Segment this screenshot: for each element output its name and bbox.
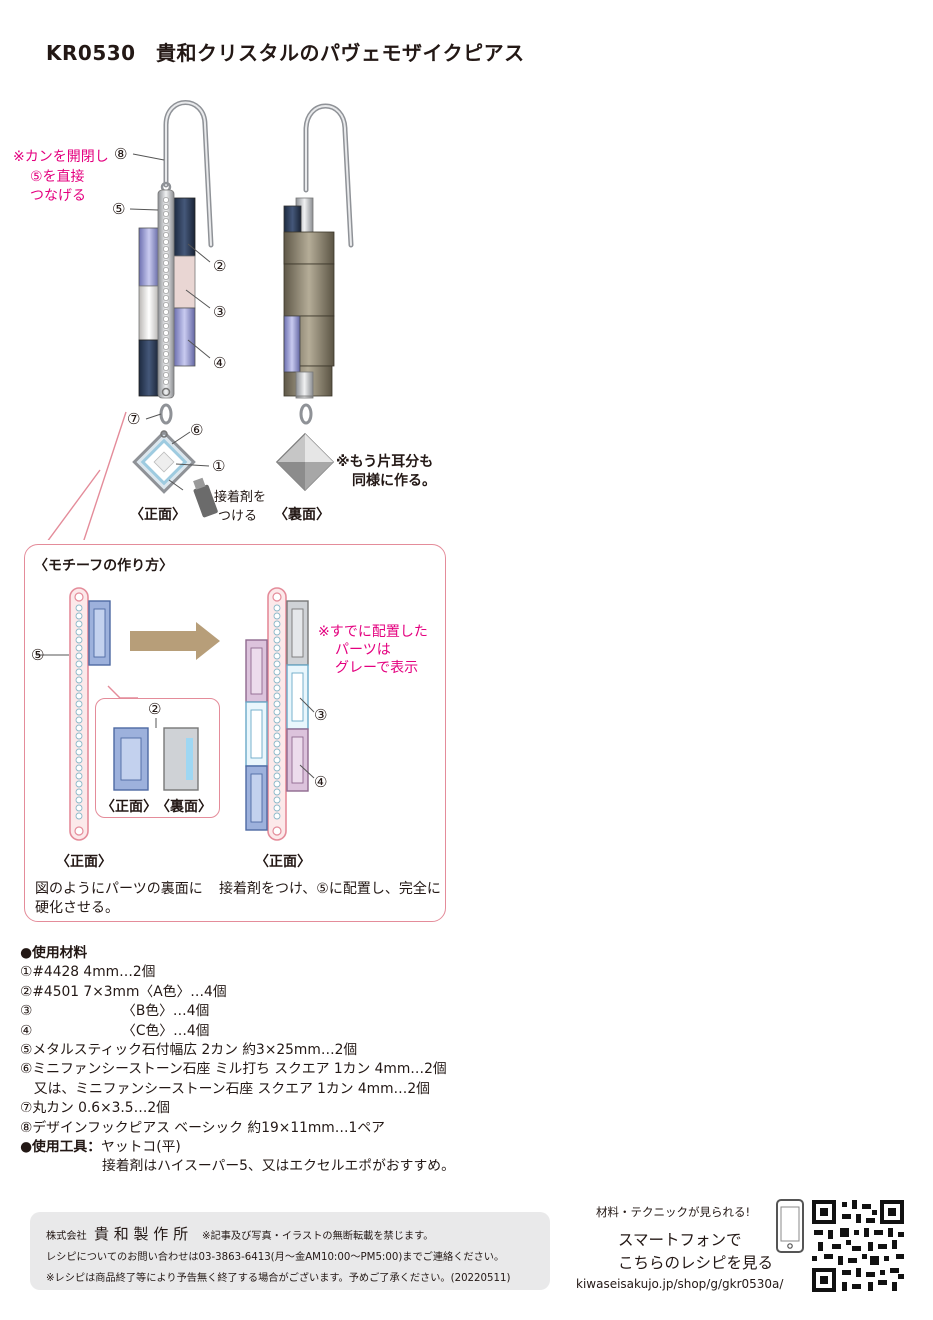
callout-1: ① bbox=[212, 457, 226, 475]
tools-row: ●使用工具：ヤットコ(平) bbox=[20, 1138, 455, 1157]
callout-4: ④ bbox=[213, 354, 227, 372]
right-front-label: 〈正面〉 bbox=[255, 854, 311, 870]
company-prefix: 株式会社 bbox=[46, 1231, 87, 1242]
other-ear-note-2: 同様に作る。 bbox=[352, 473, 436, 489]
company-name: 貴 和 製 作 所 bbox=[94, 1225, 189, 1243]
material-item: ④ 〈C色〉…4個 bbox=[20, 1022, 210, 1039]
callout-3: ③ bbox=[213, 303, 227, 321]
motif-instruction-a: 図のようにパーツの裏面に bbox=[35, 881, 203, 897]
sub-front-label: 〈正面〉 bbox=[101, 799, 157, 815]
front-label: 〈正面〉 bbox=[130, 507, 186, 523]
footer-box: 株式会社 貴 和 製 作 所 ※記事及び写真・イラストの無断転載を禁じます。 レ… bbox=[30, 1212, 550, 1290]
material-item: ⑤メタルスティック石付幅広 2カン 約3×25mm…2個 bbox=[20, 1042, 358, 1059]
gray-note-2: パーツは bbox=[335, 642, 391, 658]
glue-note-2: つける bbox=[218, 509, 258, 524]
sub-back-label: 〈裏面〉 bbox=[156, 799, 212, 815]
jump-ring-note-2: ⑤を直接 bbox=[30, 169, 85, 185]
callout-5: ⑤ bbox=[112, 200, 126, 218]
callout-6: ⑥ bbox=[190, 421, 204, 439]
callout-7: ⑦ bbox=[127, 410, 141, 428]
smartphone-line2: こちらのレシピを見る bbox=[618, 1254, 774, 1272]
jump-ring-note-3: つなげる bbox=[30, 188, 86, 204]
motif-heading: 〈モチーフの作り方〉 bbox=[34, 558, 174, 574]
motif-callout-5: ⑤ bbox=[31, 646, 45, 664]
motif-instruction-c: 硬化させる。 bbox=[35, 900, 119, 916]
copyright-note: ※記事及び写真・イラストの無断転載を禁じます。 bbox=[202, 1231, 434, 1242]
motif-instruction-b: 接着剤をつけ、⑤に配置し、完全に bbox=[219, 881, 441, 897]
other-ear-note-1: ※もう片耳分も bbox=[336, 454, 434, 470]
motif-callout-3: ③ bbox=[314, 706, 328, 724]
callout-2: ② bbox=[213, 257, 227, 275]
contact-info: レシピについてのお問い合わせは03-3863-6413(月〜金AM10:00〜P… bbox=[46, 1252, 505, 1263]
material-item: ⑦丸カン 0.6×3.5…2個 bbox=[20, 1100, 170, 1117]
materials-list: ●使用材料 ①#4428 4mm…2個 ②#4501 7×3mm〈A色〉…4個 … bbox=[20, 944, 455, 1177]
qr-code-icon[interactable] bbox=[812, 1200, 904, 1292]
glue-recommend: 接着剤はハイスーパー5、又はエクセルエポがおすすめ。 bbox=[102, 1158, 455, 1175]
motif-callout-4: ④ bbox=[314, 773, 328, 791]
material-item: ①#4428 4mm…2個 bbox=[20, 964, 156, 981]
smartphone-tagline: 材料・テクニックが見られる! bbox=[596, 1205, 751, 1219]
gray-note-3: グレーで表示 bbox=[335, 660, 419, 676]
material-item: 又は、ミニファンシーストーン石座 スクエア 1カン 4mm…2個 bbox=[20, 1080, 430, 1097]
page-title: KR0530 貴和クリスタルのパヴェモザイクピアス bbox=[46, 41, 525, 65]
jump-ring-note-1: ※カンを開閉し bbox=[13, 149, 109, 165]
tools-value: ヤットコ(平) bbox=[101, 1139, 181, 1156]
material-item: ③ 〈B色〉…4個 bbox=[20, 1003, 210, 1020]
tools-heading: ●使用工具： bbox=[20, 1139, 102, 1156]
smartphone-line1: スマートフォンで bbox=[618, 1231, 742, 1249]
earring-illustration bbox=[47, 100, 354, 540]
glue-note-1: 接着剤を bbox=[214, 490, 267, 505]
termination-notice: ※レシピは商品終了等により予告無く終了する場合がございます。予めご了承ください。… bbox=[46, 1273, 511, 1284]
motif-illustration bbox=[36, 587, 315, 841]
recipe-url-link[interactable]: kiwaseisakujo.jp/shop/g/gkr0530a/ bbox=[576, 1277, 784, 1291]
smartphone-icon bbox=[776, 1199, 804, 1253]
left-front-label: 〈正面〉 bbox=[56, 854, 112, 870]
motif-callout-2: ② bbox=[148, 700, 162, 718]
callout-8: ⑧ bbox=[114, 145, 128, 163]
material-item: ⑥ミニファンシーストーン石座 ミル打ち スクエア 1カン 4mm…2個 bbox=[20, 1061, 447, 1078]
materials-heading: ●使用材料 bbox=[20, 945, 88, 961]
material-item: ②#4501 7×3mm〈A色〉…4個 bbox=[20, 983, 227, 1000]
gray-note-1: ※すでに配置した bbox=[318, 624, 428, 640]
material-item: ⑧デザインフックピアス ベーシック 約19×11mm…1ペア bbox=[20, 1119, 385, 1136]
back-label: 〈裏面〉 bbox=[274, 507, 330, 523]
